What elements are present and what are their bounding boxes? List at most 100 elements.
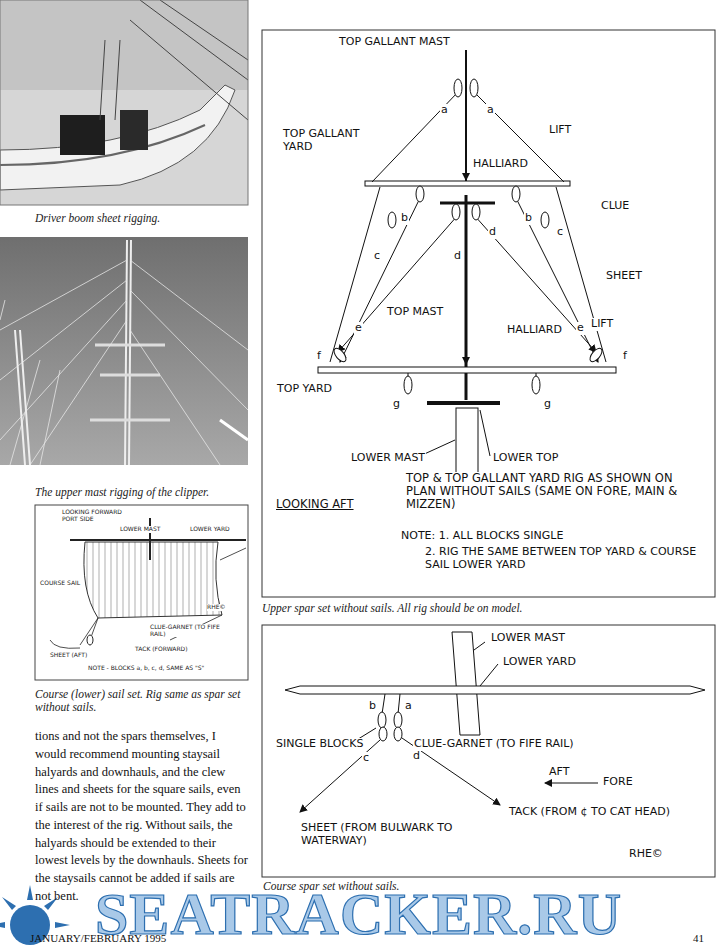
drawing-part (220, 548, 246, 560)
drawing-part (365, 181, 570, 186)
part-name: TOP GALLANT YARD (282, 128, 362, 153)
drawing-part (35, 505, 248, 680)
drawing-part (465, 50, 467, 185)
block-letter: b (400, 212, 409, 225)
photo-caption: Driver boom sheet rigging. (35, 212, 160, 225)
rope-name: SHEET (FROM BULWARK TO WATERWAY) (300, 822, 502, 847)
drawing-part (330, 187, 380, 362)
drawing-part (378, 712, 386, 728)
drawing-part (262, 30, 715, 597)
part-name: TOP GALLANT MAST (338, 36, 451, 49)
drawing-part (545, 783, 598, 784)
direction-label: AFT (548, 766, 570, 779)
figure-caption: Course (lower) sail set. Rig same as spa… (35, 688, 245, 714)
drawing-part (480, 410, 490, 456)
rope-name: CLUE-GARNET (TO FIFE RAIL) (413, 738, 575, 751)
block-letter: a (404, 700, 413, 713)
block-letter: d (453, 250, 462, 263)
part-name: LOWER TOP (492, 452, 559, 465)
drawing-part (398, 694, 400, 714)
drawing-part (416, 186, 424, 202)
drawing-part (125, 240, 131, 465)
block-letter: d (412, 750, 421, 763)
part-name: TOP MAST (386, 306, 444, 319)
drawing-part (532, 376, 540, 394)
block-letter: a (440, 104, 449, 117)
block-letter: e (576, 322, 585, 335)
drawing-part (50, 640, 80, 648)
drawing-part (70, 539, 246, 541)
drawing-part (0, 0, 248, 90)
block-letter: g (543, 398, 552, 411)
rope-name: CLUE (600, 200, 630, 213)
part-name: LOWER YARD (502, 656, 577, 669)
drawing-part (470, 79, 478, 97)
rope-name: HALLIARD (472, 158, 529, 171)
drawing-part (90, 345, 170, 420)
direction-label: FORE (602, 776, 634, 789)
drawing-part (388, 212, 396, 228)
block-letter: e (354, 322, 363, 335)
drawing-part (394, 712, 402, 728)
block-letter: b (368, 700, 377, 713)
drawing-part (84, 542, 222, 618)
drawing-part (285, 686, 705, 694)
part-name: COURSE SAIL (40, 580, 80, 587)
block-letter: a (486, 104, 495, 117)
view-note: LOOKING FORWARD PORT SIDE (62, 509, 122, 522)
part-name: LOWER YARD (190, 526, 230, 533)
drawing-part (452, 632, 480, 735)
part-name: LOWER MAST (490, 632, 566, 645)
drawing-part (100, 0, 248, 120)
drawing-part (516, 198, 598, 362)
drawing-part (338, 215, 458, 352)
note: NOTE: 1. ALL BLOCKS SINGLE (400, 530, 564, 543)
drawing-part (0, 237, 248, 465)
drawing-part (372, 92, 458, 182)
rope-name: CLUE-GARNET (TO FIFE RAIL) (150, 624, 230, 637)
drawing-part (404, 376, 412, 394)
drawing-part (0, 0, 248, 205)
drawing-part (466, 96, 467, 180)
drawing-part (379, 727, 387, 741)
block-letter: f (316, 350, 322, 363)
block-letter: c (362, 752, 370, 765)
drawing-part (541, 212, 549, 228)
body-text: tions and not the spars themselves, I wo… (35, 728, 250, 906)
drawing-part (0, 85, 235, 190)
block-letter: c (373, 250, 381, 263)
part-name: SINGLE BLOCKS (275, 738, 364, 751)
note: 2. RIG THE SAME BETWEEN TOP YARD & COURS… (424, 546, 706, 571)
plan-title: TOP & TOP GALLANT YARD RIG AS SHOWN ON P… (405, 472, 707, 512)
drawing-part (0, 260, 248, 465)
block-letter: b (524, 212, 533, 225)
drawing-part (536, 373, 537, 376)
drawing-part (408, 373, 409, 376)
drawing-part (512, 186, 520, 202)
drawing-part (120, 110, 148, 150)
photo-caption: The upper mast rigging of the clipper. (35, 486, 209, 499)
rope-name: LIFT (590, 318, 614, 331)
drawing-part (427, 401, 500, 405)
drawing-part (394, 727, 402, 741)
drawing-part (454, 79, 462, 97)
rope-name: SHEET (605, 270, 643, 283)
drawing-part (480, 664, 498, 686)
figure-caption: Upper spar set without sails. All rig sh… (262, 602, 717, 615)
rope-name: LIFT (548, 124, 572, 137)
block-letter: c (556, 226, 564, 239)
drawing-part (466, 220, 467, 364)
drawing-part (588, 346, 604, 363)
block-letter: d (488, 226, 497, 239)
rope-name: SHEET (AFT) (50, 652, 87, 659)
drawing-part (220, 420, 248, 440)
watermark: SEATRACKER.RU (95, 880, 622, 949)
drawing-part (60, 115, 105, 155)
page-number: 41 (693, 932, 704, 945)
drawing-part (452, 204, 460, 220)
drawing-part (15, 330, 30, 465)
part-name: LOWER MAST (120, 526, 160, 533)
signature: RHE© (207, 604, 225, 611)
drawing-part (0, 0, 248, 205)
